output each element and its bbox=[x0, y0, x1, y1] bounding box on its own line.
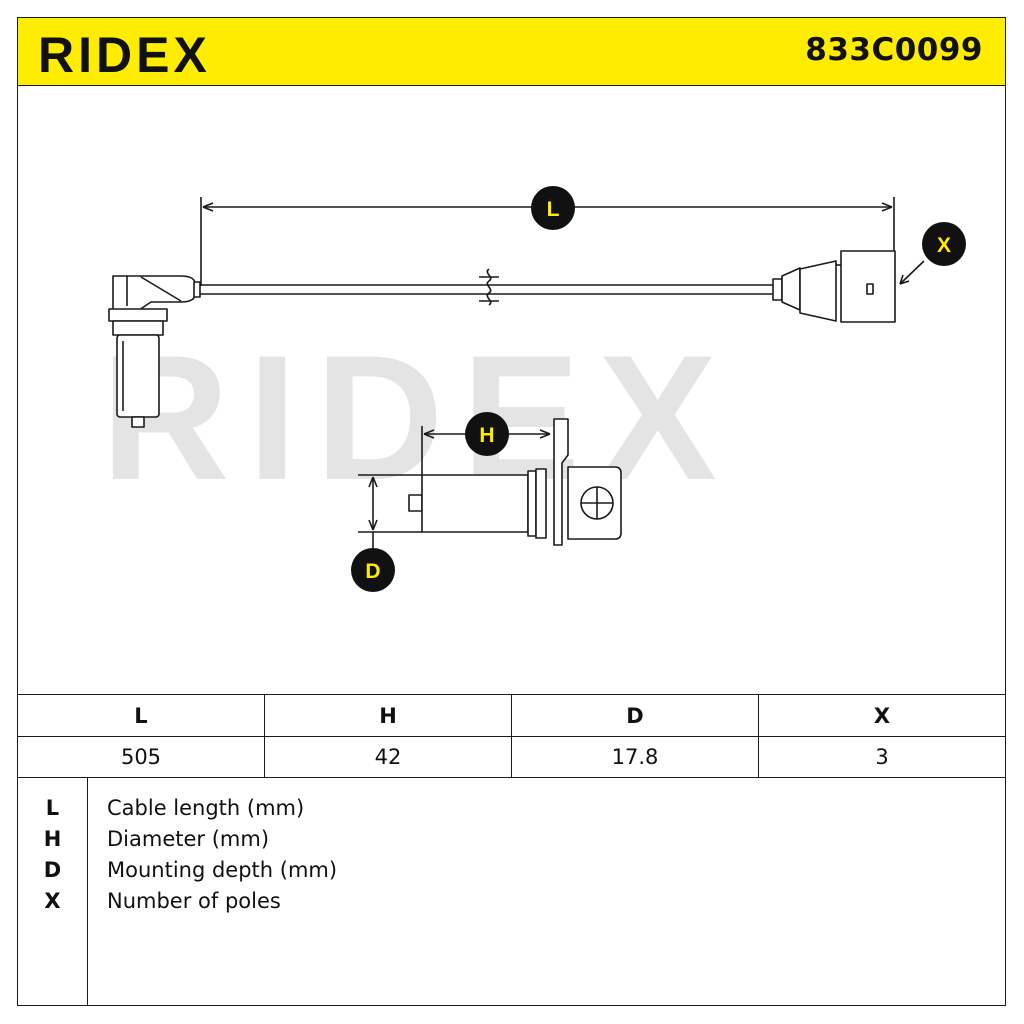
part-number: 833C0099 bbox=[805, 32, 983, 68]
svg-text:L: L bbox=[547, 198, 560, 221]
sensor-head-angled bbox=[108, 275, 201, 428]
drawing-area: RIDEX bbox=[18, 86, 1005, 694]
product-sheet: RIDEX 833C0099 RIDEX bbox=[17, 17, 1006, 1006]
header-bar: RIDEX 833C0099 bbox=[18, 18, 1005, 86]
specs-header-row: L H D X bbox=[18, 695, 1005, 737]
spec-value-d: 17.8 bbox=[512, 737, 759, 777]
legend: L Cable length (mm) H Diameter (mm) D Mo… bbox=[18, 778, 1005, 1005]
connector-housing bbox=[772, 250, 925, 323]
legend-item: X Number of poles bbox=[18, 886, 1005, 917]
spec-value-h: 42 bbox=[265, 737, 512, 777]
legend-item: H Diameter (mm) bbox=[18, 824, 1005, 855]
specs-value-row: 505 42 17.8 3 bbox=[18, 737, 1005, 777]
watermark: RIDEX bbox=[101, 318, 735, 517]
logo-text: RIDEX bbox=[38, 27, 211, 83]
legend-divider bbox=[87, 778, 88, 1005]
svg-text:X: X bbox=[937, 234, 951, 257]
marker-x: X bbox=[922, 222, 966, 266]
legend-text: Mounting depth (mm) bbox=[107, 858, 338, 882]
legend-key: X bbox=[44, 889, 61, 913]
marker-l: L bbox=[531, 186, 575, 230]
specs-header-l: L bbox=[18, 695, 265, 736]
specs-header-x: X bbox=[873, 703, 891, 728]
sensor-side-view bbox=[408, 418, 622, 546]
technical-drawing: RIDEX bbox=[101, 186, 966, 592]
legend-key: D bbox=[43, 858, 62, 882]
depth-dimension-line bbox=[358, 474, 422, 549]
specs-header-d: D bbox=[512, 695, 759, 736]
legend-item: D Mounting depth (mm) bbox=[18, 855, 1005, 886]
legend-item: L Cable length (mm) bbox=[18, 793, 1005, 824]
legend-key: L bbox=[45, 796, 60, 820]
cable bbox=[199, 268, 776, 306]
marker-h: H bbox=[465, 412, 509, 456]
ridex-logo: RIDEX bbox=[38, 27, 211, 83]
specs-table: L H D X 505 42 17.8 3 bbox=[18, 694, 1005, 778]
legend-key: H bbox=[43, 827, 62, 851]
legend-text: Number of poles bbox=[107, 889, 281, 913]
svg-text:H: H bbox=[479, 424, 494, 447]
marker-d: D bbox=[351, 548, 395, 592]
spec-value-l: 505 bbox=[18, 737, 265, 777]
legend-text: Diameter (mm) bbox=[107, 827, 270, 851]
specs-header-h: H bbox=[265, 695, 512, 736]
legend-text: Cable length (mm) bbox=[107, 796, 305, 820]
spec-value-x: 3 bbox=[875, 745, 889, 769]
svg-text:D: D bbox=[365, 560, 380, 583]
